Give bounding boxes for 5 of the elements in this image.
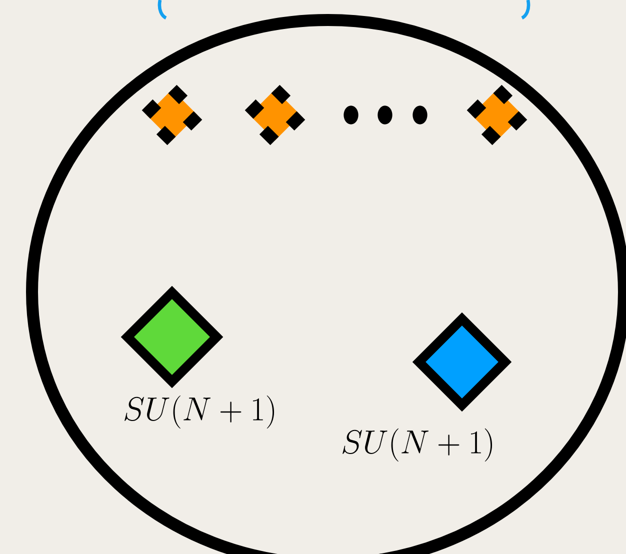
field-diamond xyxy=(142,84,202,146)
group-label: $SU(N+1)$ xyxy=(342,428,492,462)
field-diamond xyxy=(244,84,306,146)
field-diamond xyxy=(466,84,528,146)
group-label: $SU(N+1)$ xyxy=(124,395,274,429)
